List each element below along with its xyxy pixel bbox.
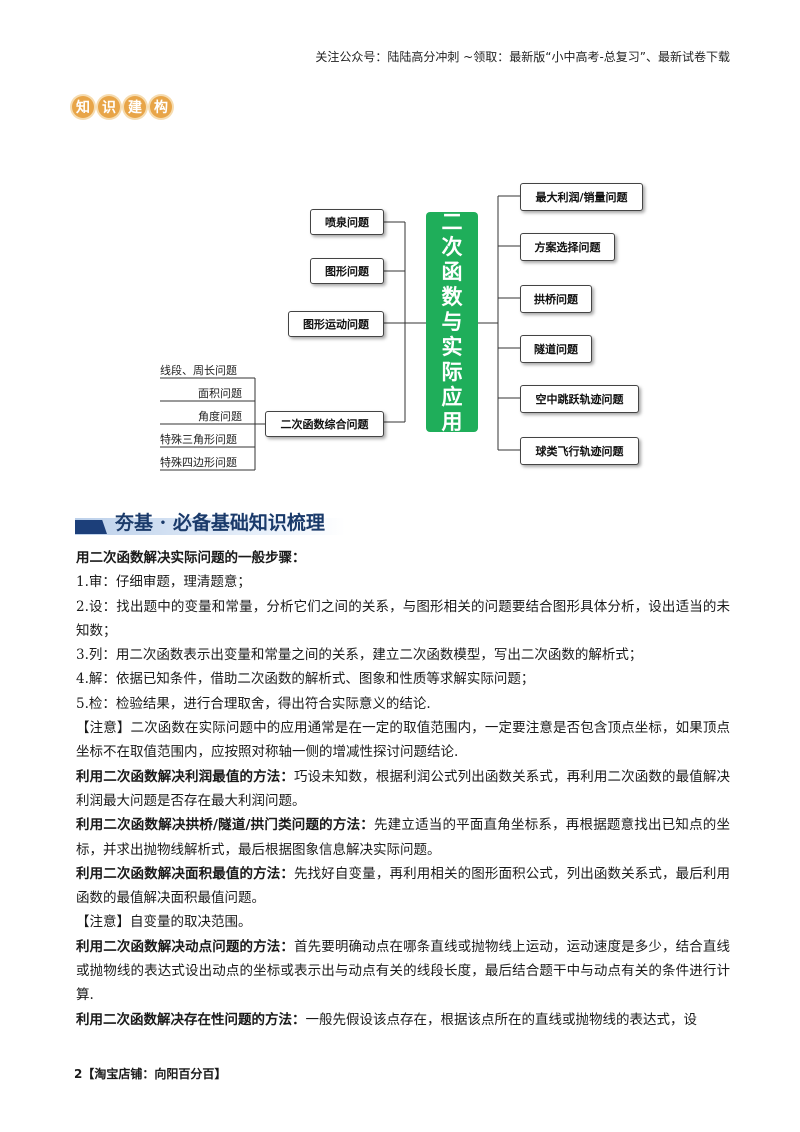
- area-label: 利用二次函数解决面积最值的方法：: [76, 865, 295, 882]
- area-text: 先找好自变量，再利用相关的图形面积公式，列出函数关系式，最后利用函数的最值解决面…: [76, 865, 731, 907]
- leaf-segment-perimeter: 线段、周长问题: [160, 364, 237, 377]
- step-5: 5.检：检验结果，进行合理取舍，得出符合实际意义的结论.: [76, 695, 431, 712]
- node-fountain: 喷泉问题: [310, 209, 384, 235]
- node-shape-motion: 图形运动问题: [288, 311, 384, 337]
- leaf-area: 面积问题: [198, 387, 242, 400]
- leaf-triangle: 特殊三角形问题: [160, 433, 237, 446]
- page-header: 关注公众号：陆陆高分冲刺 ~领取：最新版“小中高考-总复习”、最新试卷下载: [315, 50, 730, 64]
- node-jump-trajectory: 空中跳跃轨迹问题: [520, 385, 639, 413]
- mind-map: 二 次 函 数 与 实 际 应 用 喷泉问题 图形问题 图形运动问题 二次函数综…: [0, 150, 800, 480]
- step-2: 2.设：找出题中的变量和常量，分析它们之间的关系，与图形相关的问题要结合图形具体…: [76, 598, 730, 639]
- exist-paragraph: 利用二次函数解决存在性问题的方法：一般先假设该点存在，根据该点所在的直线或抛物线…: [76, 1008, 730, 1032]
- note-2: 【注意】自变量的取决范围。: [76, 914, 252, 931]
- content-body: 用二次函数解决实际问题的一般步骤： 1.审：仔细审题，理清题意； 2.设：找出题…: [76, 546, 730, 1032]
- arch-text: 先建立适当的平面直角坐标系，再根据题意找出已知点的坐标，并求出抛物线解析式，最后…: [76, 817, 730, 858]
- banner-bar: [75, 518, 345, 535]
- content-heading: 用二次函数解决实际问题的一般步骤：: [76, 550, 306, 566]
- node-arch-bridge: 拱桥问题: [520, 285, 592, 313]
- section-title: 夯基 · 必备基础知识梳理: [115, 512, 325, 534]
- center-char: 应: [441, 384, 463, 409]
- moving-paragraph: 利用二次函数解决动点问题的方法：首先要明确动点在哪条直线或抛物线上运动，运动速度…: [76, 935, 730, 1008]
- center-char: 二: [441, 209, 463, 234]
- exist-label: 利用二次函数解决存在性问题的方法：: [76, 1011, 306, 1028]
- node-comprehensive: 二次函数综合问题: [265, 411, 384, 437]
- center-topic: 二 次 函 数 与 实 际 应 用: [426, 209, 478, 434]
- moving-text: 首先要明确动点在哪条直线或抛物线上运动，运动速度是多少，结合直线或抛物线的表达式…: [76, 938, 731, 1004]
- center-char: 次: [441, 234, 463, 259]
- step-4: 4.解：依据已知条件，借助二次函数的解析式、图象和性质等求解实际问题；: [76, 671, 535, 688]
- badge-char: 构: [150, 96, 172, 118]
- center-char: 际: [441, 359, 463, 384]
- center-char: 与: [441, 309, 463, 334]
- node-tunnel: 隧道问题: [520, 335, 592, 363]
- knowledge-badge: 知 识 建 构: [72, 96, 172, 118]
- step-3: 3.列：用二次函数表示出变量和常量之间的关系，建立二次函数模型，写出二次函数的解…: [76, 647, 643, 664]
- node-shape: 图形问题: [310, 258, 384, 284]
- note-1: 【注意】二次函数在实际问题中的应用通常是在一定的取值范围内，一定要注意是否包含顶…: [76, 720, 730, 761]
- center-char: 用: [441, 409, 463, 434]
- badge-char: 知: [72, 96, 94, 118]
- node-ball-trajectory: 球类飞行轨迹问题: [520, 437, 639, 465]
- exist-text: 一般先假设该点存在，根据该点所在的直线或抛物线的表达式，设: [305, 1011, 698, 1028]
- profit-text: 巧设未知数，根据利润公式列出函数关系式，再利用二次函数的最值解决利润最大问题是否…: [76, 768, 731, 809]
- center-char: 函: [441, 259, 463, 284]
- banner-block: [75, 520, 107, 534]
- moving-label: 利用二次函数解决动点问题的方法：: [76, 938, 295, 955]
- badge-char: 识: [98, 96, 120, 118]
- leaf-angle: 角度问题: [198, 410, 242, 423]
- center-char: 数: [441, 284, 463, 309]
- mind-map-connectors: [160, 195, 520, 471]
- area-paragraph: 利用二次函数解决面积最值的方法：先找好自变量，再利用相关的图形面积公式，列出函数…: [76, 862, 730, 911]
- node-max-profit: 最大利润/销量问题: [520, 183, 643, 211]
- arch-paragraph: 利用二次函数解决拱桥/隧道/拱门类问题的方法：先建立适当的平面直角坐标系，再根据…: [76, 813, 730, 862]
- node-plan-selection: 方案选择问题: [520, 233, 615, 261]
- profit-label: 利用二次函数解决利润最值的方法：: [76, 768, 295, 785]
- arch-label: 利用二次函数解决拱桥/隧道/拱门类问题的方法：: [76, 817, 374, 834]
- leaf-quadrilateral: 特殊四边形问题: [160, 456, 237, 469]
- page-footer: 2【淘宝店铺：向阳百分百】: [74, 1067, 227, 1081]
- step-1: 1.审：仔细审题，理清题意；: [76, 574, 251, 591]
- profit-paragraph: 利用二次函数解决利润最值的方法：巧设未知数，根据利润公式列出函数关系式，再利用二…: [76, 765, 730, 814]
- center-char: 实: [441, 334, 463, 359]
- badge-char: 建: [124, 96, 146, 118]
